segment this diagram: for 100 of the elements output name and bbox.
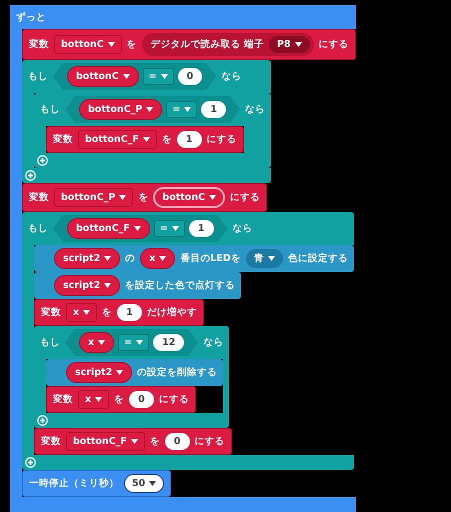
pause-block [22, 470, 172, 497]
number-value: 0 [138, 394, 145, 405]
number-field [201, 101, 226, 118]
number-field [188, 220, 214, 237]
block-label: なら [232, 222, 253, 235]
variable-name: bottonC [76, 71, 119, 82]
if-block [22, 212, 354, 470]
number-value: 1 [126, 307, 133, 318]
operator-symbol: = [124, 337, 132, 348]
block-label: 色に設定する [288, 252, 348, 265]
block-label: デジタルで読み取る 端子 [150, 38, 264, 51]
variable-name: bottonC_P [88, 104, 142, 115]
variable-dropdown [78, 390, 110, 409]
pin-dropdown [268, 36, 310, 53]
color-dropdown [246, 249, 283, 268]
block-label: 変数 [29, 38, 49, 51]
variable-name: bottonC_F [73, 436, 127, 447]
variable-block [22, 183, 268, 212]
variable-dropdown [54, 248, 120, 269]
block-label: にする [318, 38, 349, 51]
block-label: だけ増やす [146, 306, 197, 319]
variable-dropdown [54, 188, 134, 207]
variable-block [34, 299, 204, 326]
operator-symbol: = [160, 223, 168, 234]
operator-dropdown [142, 68, 174, 85]
number-field [176, 131, 202, 148]
variable-name: x [88, 337, 94, 348]
led-block [34, 272, 242, 299]
block-label: 変数 [53, 133, 73, 146]
variable-name: script2 [63, 280, 100, 291]
variable-name: script2 [75, 367, 112, 378]
pin-name: P8 [276, 39, 291, 50]
variable-name: x [149, 253, 156, 264]
block-label: 番目のLEDを [180, 252, 241, 265]
variable-block [22, 29, 356, 60]
variable-dropdown [78, 130, 157, 149]
number-field [164, 433, 190, 450]
number-value: 1 [210, 104, 217, 115]
block-label: もし [28, 70, 48, 83]
block-label: なら [221, 70, 242, 83]
color-name: 青 [254, 252, 264, 265]
variable-name: bottonC_F [76, 223, 130, 234]
operator-symbol: = [172, 104, 180, 115]
operator-dropdown [154, 220, 185, 237]
operator-dropdown [166, 101, 198, 118]
number-field [153, 334, 184, 351]
block-label: にする [194, 435, 225, 448]
variable-dropdown [54, 275, 120, 296]
operator-symbol: = [148, 71, 157, 82]
variable-block [34, 428, 232, 455]
block-label: なら [203, 336, 224, 349]
variable-name: bottonC [61, 39, 104, 50]
variable-dropdown [79, 99, 162, 120]
led-block [34, 245, 354, 272]
block-label: を [102, 306, 112, 319]
variable-dropdown [54, 35, 122, 54]
block-label: にする [158, 393, 189, 406]
block-label: なら [244, 103, 265, 116]
number-field [117, 304, 142, 321]
variable-name: script2 [63, 253, 100, 264]
variable-dropdown [153, 187, 226, 208]
number-value: 0 [174, 436, 181, 447]
number-value: 12 [162, 337, 176, 348]
variable-block [46, 126, 244, 153]
variable-dropdown [66, 303, 98, 322]
variable-dropdown [66, 362, 132, 383]
operator-dropdown [118, 334, 150, 351]
variable-name: bottonC_F [85, 134, 139, 145]
number-field [129, 391, 154, 408]
number-value: 0 [186, 71, 194, 82]
block-label: 一時停止（ミリ秒） [29, 477, 119, 490]
block-label: 変数 [53, 393, 73, 406]
number-value: 50 [132, 478, 146, 489]
number-field [178, 68, 202, 85]
variable-dropdown [140, 248, 176, 269]
digital-read-block [142, 33, 314, 56]
block-label: を [138, 191, 148, 204]
loop-block [10, 5, 356, 512]
block-label: の設定を削除する [137, 366, 218, 379]
block-label: にする [230, 191, 260, 204]
variable-dropdown [67, 66, 139, 87]
block-label: を [126, 38, 137, 51]
block-label: を設定した色で点灯する [125, 279, 236, 292]
if-block [34, 326, 230, 428]
block-label: もし [28, 222, 48, 235]
block-label: もし [40, 336, 60, 349]
variable-dropdown [79, 332, 114, 353]
variable-dropdown [67, 218, 150, 239]
variable-name: bottonC_P [61, 192, 116, 203]
led-block [46, 359, 224, 386]
block-label: を [150, 435, 160, 448]
block-label: を [162, 133, 172, 146]
variable-name: bottonC [162, 192, 206, 203]
number-dropdown [124, 474, 164, 493]
block-label: 変数 [41, 306, 61, 319]
block-label: を [114, 393, 124, 406]
block-label: 変数 [41, 435, 61, 448]
block-label: もし [40, 103, 60, 116]
block-label: の [125, 252, 136, 265]
block-label: にする [206, 133, 237, 146]
